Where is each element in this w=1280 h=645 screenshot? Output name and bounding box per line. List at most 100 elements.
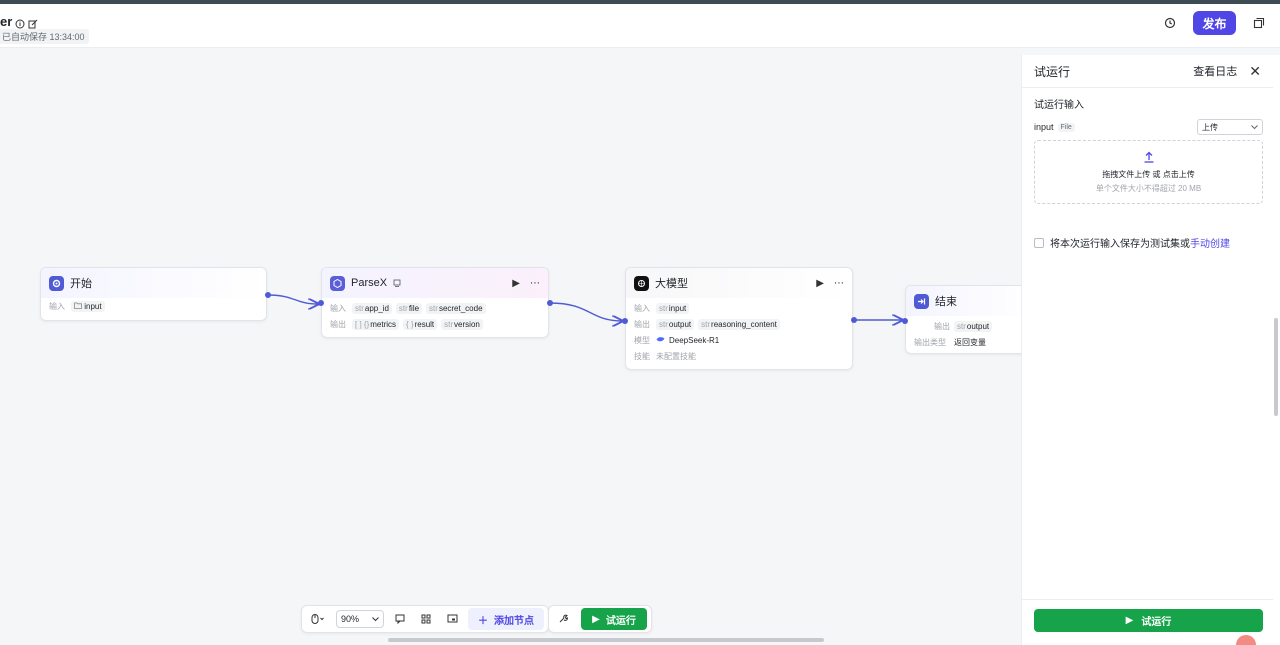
node-end-type-row: 输出类型 返回变量	[906, 334, 1021, 350]
mouse-mode-icon[interactable]	[306, 609, 330, 629]
param-chip: strreasoning_content	[698, 318, 780, 330]
more-icon[interactable]: ⋯	[530, 277, 540, 289]
chevron-down-icon	[1251, 123, 1258, 132]
node-parsex-header: ParseX ▶ ⋯	[322, 268, 548, 298]
param-chip: { }result	[403, 318, 438, 330]
node-parsex-output-row: 输出 [ ] {}metrics { }result strversion	[322, 316, 548, 332]
node-parsex-out-port[interactable]	[547, 300, 553, 306]
node-llm-skill-row: 技能 未配置技能	[626, 348, 852, 364]
wrench-icon[interactable]	[553, 609, 573, 629]
node-start-title: 开始	[70, 278, 92, 290]
param-chip: strsecret_code	[426, 302, 486, 314]
panel-header: 试运行 查看日志 ✕	[1022, 55, 1273, 88]
zoom-select[interactable]: 90%	[336, 610, 384, 628]
layout-grid-icon[interactable]	[416, 609, 436, 629]
edge-parsex-llm	[549, 302, 622, 321]
param-chip: strversion	[441, 318, 483, 330]
workflow-canvas[interactable]: 开始 输入 input ParseX ▶ ⋯ 输入	[0, 49, 1021, 645]
add-node-label: 添加节点	[494, 615, 534, 627]
app-title: er	[0, 14, 38, 29]
copy-icon[interactable]	[1250, 14, 1268, 32]
test-input-section-title: 试运行输入	[1034, 100, 1084, 111]
save-as-testset-row: 将本次运行输入保存为测试集或手动创建	[1034, 235, 1230, 250]
canvas-run-toolbar: ▶ 试运行	[548, 605, 652, 633]
start-icon	[49, 275, 64, 291]
panel-title: 试运行	[1034, 64, 1071, 79]
horizontal-scrollbar[interactable]	[388, 638, 824, 642]
run-node-icon[interactable]: ▶	[512, 277, 520, 289]
param-chip: [ ] {}metrics	[352, 318, 400, 330]
node-llm-out-port[interactable]	[851, 317, 857, 323]
node-start[interactable]: 开始 输入 input	[40, 267, 271, 321]
deepseek-icon	[656, 336, 665, 345]
window-top-stripe	[0, 0, 1280, 4]
chevron-down-icon	[372, 614, 379, 624]
output-label: 输出	[634, 319, 650, 329]
input-source-select[interactable]: 上传	[1197, 119, 1263, 135]
history-icon[interactable]	[1161, 14, 1179, 32]
file-upload-dropzone[interactable]: 拖拽文件上传 或 点击上传 单个文件大小不得超过 20 MB	[1034, 140, 1263, 204]
node-end-in-port[interactable]	[902, 318, 908, 324]
header-bar: er 已自动保存 13:34:00 发布	[0, 4, 1280, 48]
param-chip: strapp_id	[352, 302, 392, 314]
skill-value: 未配置技能	[656, 351, 696, 361]
node-parsex[interactable]: ParseX ▶ ⋯ 输入 strapp_id strfile strsecre…	[318, 267, 553, 338]
add-node-button[interactable]: ＋ 添加节点	[468, 608, 544, 630]
output-label: 输出	[934, 321, 950, 331]
input-type-badge: File	[1057, 122, 1075, 132]
manual-create-link[interactable]: 手动创建	[1190, 239, 1230, 250]
input-label: 输入	[634, 303, 650, 313]
input-field-name: input	[1034, 122, 1054, 132]
param-chip: stroutput	[954, 320, 993, 332]
toolbar-run-button[interactable]: ▶ 试运行	[581, 608, 647, 630]
upload-icon	[1143, 151, 1155, 166]
edit-icon[interactable]	[28, 17, 38, 28]
input-chip-name: input	[84, 301, 102, 311]
output-type-value: 返回变量	[954, 337, 986, 347]
folder-icon	[74, 302, 82, 309]
assistant-avatar[interactable]	[1236, 635, 1256, 645]
play-icon: ▶	[592, 613, 600, 625]
param-chip: strinput	[656, 302, 690, 314]
panel-footer: ▶ 试运行	[1022, 599, 1274, 645]
node-llm-model-row: 模型 DeepSeek-R1	[626, 332, 852, 348]
close-icon[interactable]: ✕	[1249, 62, 1261, 79]
view-log-link[interactable]: 查看日志	[1193, 66, 1238, 78]
param-chip: stroutput	[656, 318, 695, 330]
vertical-scrollbar[interactable]	[1274, 318, 1278, 416]
node-llm-in-port[interactable]	[622, 318, 628, 324]
param-chip: strfile	[395, 302, 423, 314]
save-testset-checkbox[interactable]	[1034, 237, 1044, 248]
save-testset-text: 将本次运行输入保存为测试集或	[1050, 239, 1190, 250]
upload-hint: 拖拽文件上传 或 点击上传	[1102, 169, 1195, 179]
node-llm-input-row: 输入 strinput	[626, 300, 852, 316]
panel-run-label: 试运行	[1141, 617, 1172, 628]
edge-start-parsex	[267, 294, 318, 304]
canvas-toolbar: 90% ＋ 添加节点	[301, 605, 549, 633]
node-start-out-port[interactable]	[265, 292, 271, 298]
comment-icon[interactable]	[390, 609, 410, 629]
panel-run-button[interactable]: ▶ 试运行	[1034, 609, 1263, 632]
node-parsex-actions: ▶ ⋯	[512, 278, 540, 289]
node-llm-header: 大模型 ▶ ⋯	[626, 268, 852, 298]
run-node-icon[interactable]: ▶	[816, 277, 824, 289]
toolbar-run-label: 试运行	[605, 615, 636, 627]
minimap-icon[interactable]	[442, 609, 462, 629]
node-end[interactable]: 结束 输出 stroutput 输出类型 返回变量	[902, 285, 1021, 354]
end-icon	[914, 293, 929, 309]
test-run-panel: 试运行 查看日志 ✕ 试运行输入 input File 上传 拖拽文件上传 或 …	[1021, 55, 1274, 645]
input-source-value: 上传	[1202, 122, 1218, 132]
input-label: 输入	[330, 303, 346, 313]
info-icon[interactable]	[15, 17, 25, 28]
doc-icon	[393, 276, 401, 290]
node-parsex-in-port[interactable]	[318, 300, 324, 306]
node-end-output-row: 输出 stroutput	[906, 318, 1021, 334]
parsex-icon	[330, 275, 345, 291]
publish-button[interactable]: 发布	[1193, 11, 1236, 35]
edges-layer	[267, 294, 1021, 645]
node-llm-title: 大模型	[655, 278, 688, 290]
skill-label: 技能	[634, 351, 650, 361]
more-icon[interactable]: ⋯	[834, 277, 844, 289]
model-name: DeepSeek-R1	[669, 335, 720, 345]
node-llm[interactable]: 大模型 ▶ ⋯ 输入 strinput 输出 stroutput strreas…	[622, 267, 857, 370]
